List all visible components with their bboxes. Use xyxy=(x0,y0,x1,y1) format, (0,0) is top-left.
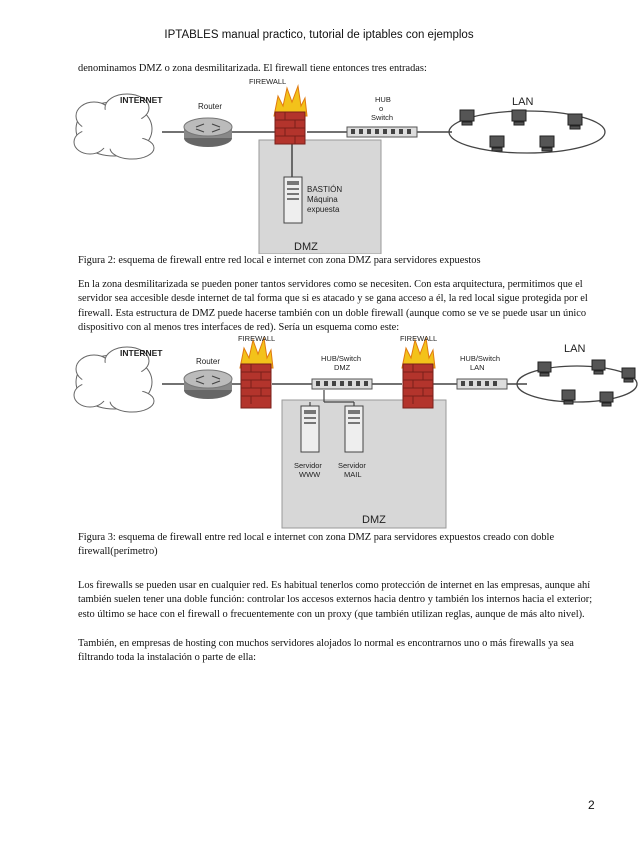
hub-dmz-icon xyxy=(311,378,373,390)
bastion-label-1: BASTIÓN xyxy=(307,185,342,194)
lan-label: LAN xyxy=(564,343,585,355)
router-label: Router xyxy=(198,102,222,111)
router-label: Router xyxy=(196,357,220,366)
dmz-label: DMZ xyxy=(362,514,386,526)
server-www-label-2: WWW xyxy=(299,470,321,479)
router-icon xyxy=(183,369,233,399)
hub-label-1: HUB xyxy=(375,95,391,104)
paragraph-3: También, en empresas de hosting con much… xyxy=(78,638,574,664)
page-number: 2 xyxy=(588,798,595,812)
server-mail-label-2: MAIL xyxy=(344,470,362,479)
dmz-zone xyxy=(258,139,382,254)
lan-ring xyxy=(516,365,638,403)
server-www-icon xyxy=(300,405,320,453)
computer-icon xyxy=(537,359,636,407)
firewall-left-label: FIREWALL xyxy=(238,334,275,343)
server-mail-label-1: Servidor xyxy=(338,461,366,470)
figure-3-caption: Figura 3: esquema de firewall entre red … xyxy=(78,532,555,558)
bastion-server-icon xyxy=(283,176,303,224)
firewall-label: FIREWALL xyxy=(249,77,286,86)
hub-label-2: o xyxy=(379,104,383,113)
firewall-left-icon xyxy=(239,336,274,409)
server-www-label-1: Servidor xyxy=(294,461,322,470)
hub-label-3: Switch xyxy=(371,113,393,122)
page-header: IPTABLES manual practico, tutorial de ip… xyxy=(164,29,474,41)
firewall-right-label: FIREWALL xyxy=(400,334,437,343)
hub-icon xyxy=(346,126,418,138)
figure-2-diagram: INTERNET Router FIREWALL HUB o Switch LA… xyxy=(73,77,606,254)
figure-2-caption: Figura 2: esquema de firewall entre red … xyxy=(78,255,481,266)
bastion-label-2: Máquina xyxy=(307,195,338,204)
hub-lan-label-1: HUB/Switch xyxy=(460,354,500,363)
lan-ring xyxy=(448,110,606,154)
figure-3-diagram: INTERNET Router FIREWALL HUB/Switch DMZ … xyxy=(73,334,638,529)
internet-label: INTERNET xyxy=(120,348,163,358)
server-mail-icon xyxy=(344,405,364,453)
hub-lan-icon xyxy=(456,378,508,390)
firewall-right-icon xyxy=(401,336,436,409)
lan-label: LAN xyxy=(512,96,533,108)
hub-dmz-label-1: HUB/Switch xyxy=(321,354,361,363)
bastion-label-3: expuesta xyxy=(307,205,340,214)
hub-lan-label-2: LAN xyxy=(470,363,485,372)
computer-icon xyxy=(459,109,583,152)
hub-dmz-label-2: DMZ xyxy=(334,363,351,372)
paragraph-1: En la zona desmilitarizada se pueden pon… xyxy=(78,279,588,334)
internet-label: INTERNET xyxy=(120,95,163,105)
paragraph-2: Los firewalls se pueden usar en cualquie… xyxy=(78,580,593,620)
internet-cloud-icon xyxy=(73,93,155,160)
internet-cloud-icon xyxy=(73,346,155,413)
firewall-icon xyxy=(273,84,308,145)
intro-line: denominamos DMZ o zona desmilitarizada. … xyxy=(78,63,427,74)
router-icon xyxy=(183,117,233,147)
dmz-label: DMZ xyxy=(294,241,318,253)
